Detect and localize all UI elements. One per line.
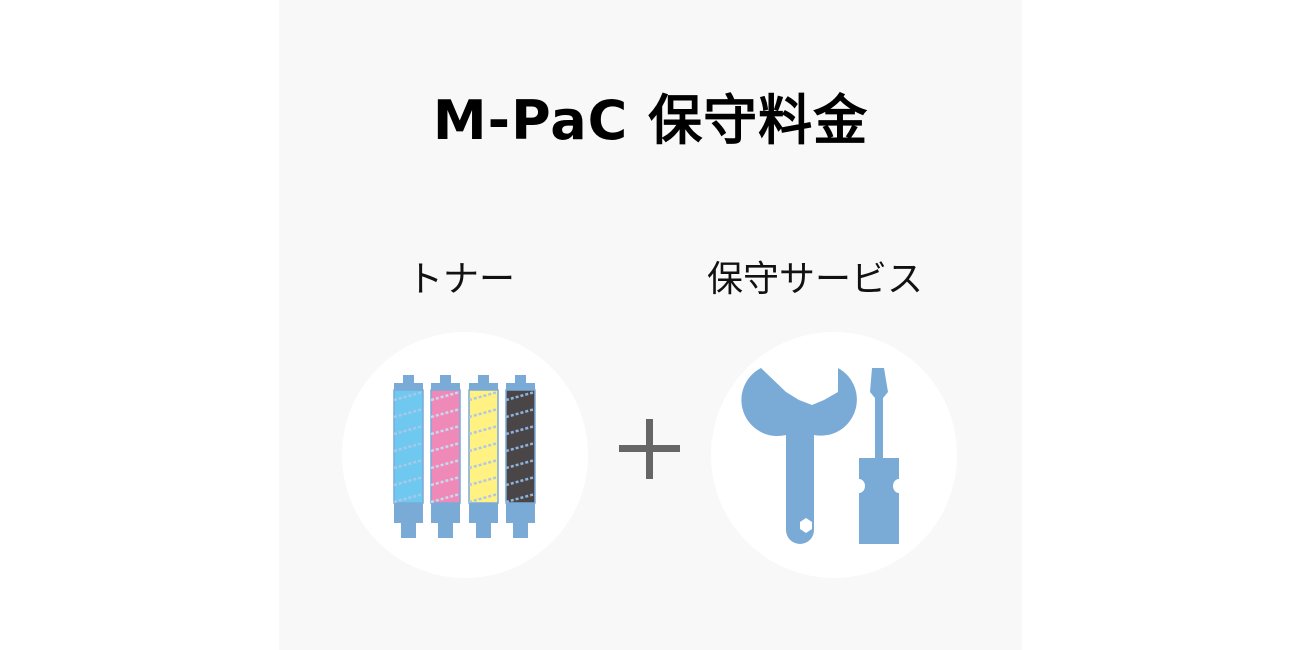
wrench-icon xyxy=(741,368,857,544)
content-panel: M-PaC 保守料金 トナー 保守サービス xyxy=(279,0,1022,650)
plus-icon xyxy=(619,419,680,479)
toner-cartridges-icon xyxy=(393,375,536,538)
maintenance-service-label: 保守サービス xyxy=(707,259,924,300)
wrench-screwdriver-icon xyxy=(741,368,899,544)
screwdriver-icon xyxy=(859,368,899,544)
page-title: M-PaC 保守料金 xyxy=(432,89,869,152)
toner-circle xyxy=(342,332,588,578)
maintenance-service-circle xyxy=(711,332,957,578)
toner-label: トナー xyxy=(407,259,516,300)
